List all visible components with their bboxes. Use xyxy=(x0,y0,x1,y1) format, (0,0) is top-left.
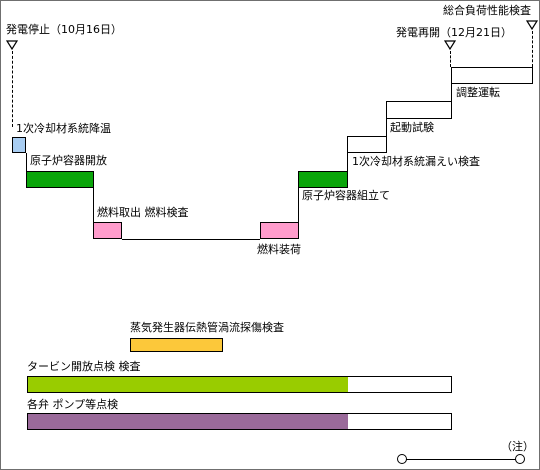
startup-test-label: 起動試験 xyxy=(390,121,434,134)
restart-label: 発電再開（12月21日） xyxy=(396,26,512,39)
note-label: （注） xyxy=(501,440,534,453)
valves-pumps-label: 各弁 ポンプ等点検 xyxy=(27,398,119,411)
fuel-loading-bar xyxy=(260,222,299,239)
vessel-open-label: 原子炉容器開放 xyxy=(30,154,107,167)
connector xyxy=(26,153,27,171)
leak-test-bar xyxy=(347,136,387,153)
vessel-open-bar xyxy=(26,171,94,188)
note-end-dot xyxy=(515,454,525,464)
vessel-assembly-bar xyxy=(298,171,348,188)
fuel-removal-label: 燃料取出 燃料検査 xyxy=(97,206,189,219)
note-start-dot xyxy=(397,454,407,464)
stop-label: 発電停止（10月16日） xyxy=(6,23,122,36)
steam-generator-bar xyxy=(130,338,223,352)
stop-marker-icon xyxy=(6,40,18,50)
connector xyxy=(451,84,452,101)
note-line xyxy=(404,459,519,460)
turbine-track xyxy=(27,376,452,393)
vessel-assembly-label: 原子炉容器組立て xyxy=(302,189,390,202)
leak-test-label: 1次冷却材系統漏えい検査 xyxy=(352,155,480,168)
cooldown-bar xyxy=(12,137,26,153)
valves-pumps-progress-fill xyxy=(28,414,348,429)
turbine-progress-fill xyxy=(28,377,348,392)
turbine-label: タービン開放点検 検査 xyxy=(27,360,141,373)
connector xyxy=(298,188,299,222)
cooldown-label: 1次冷却材系統降温 xyxy=(16,122,111,135)
final-inspection-dashed-line xyxy=(532,31,533,67)
adjustment-bar xyxy=(451,67,533,84)
final-inspection-marker-icon xyxy=(526,20,538,30)
startup-test-bar xyxy=(386,101,452,119)
adjustment-label: 調整運転 xyxy=(456,86,500,99)
stop-dashed-line xyxy=(12,51,13,127)
restart-dashed-line xyxy=(450,51,451,67)
fuel-removal-bar xyxy=(93,222,122,239)
steam-generator-label: 蒸気発生器伝熱管渦流探傷検査 xyxy=(130,321,284,334)
fuel-loading-label: 燃料装荷 xyxy=(257,243,301,256)
final-inspection-label: 総合負荷性能検査 xyxy=(443,4,531,17)
connector xyxy=(347,153,348,171)
connector xyxy=(386,119,387,136)
valves-pumps-track xyxy=(27,413,452,430)
connector xyxy=(122,239,260,240)
restart-marker-icon xyxy=(444,40,456,50)
connector xyxy=(93,188,94,222)
